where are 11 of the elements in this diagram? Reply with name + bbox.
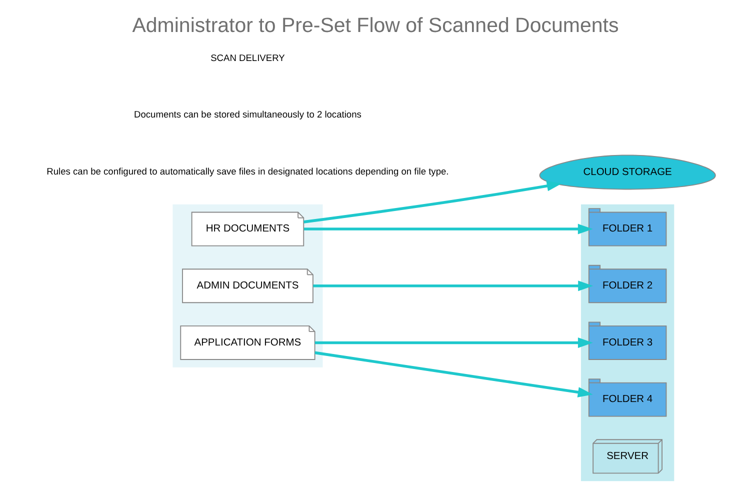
label: SCAN DELIVERY bbox=[210, 52, 284, 63]
label: Rules can be configured to automatically save files in designated locations depending on file type. bbox=[46, 166, 448, 177]
arrow bbox=[304, 224, 592, 234]
arrow bbox=[303, 180, 562, 224]
label: Documents can be stored simultaneously to 2 locations bbox=[134, 110, 361, 120]
arrow bbox=[314, 351, 592, 398]
cluster bbox=[580, 204, 674, 482]
diagram-title: Administrator to Pre-Set Flow of Scanned Documents bbox=[132, 14, 618, 38]
arrow bbox=[314, 337, 592, 348]
cluster bbox=[172, 204, 322, 368]
arrow bbox=[312, 280, 593, 292]
